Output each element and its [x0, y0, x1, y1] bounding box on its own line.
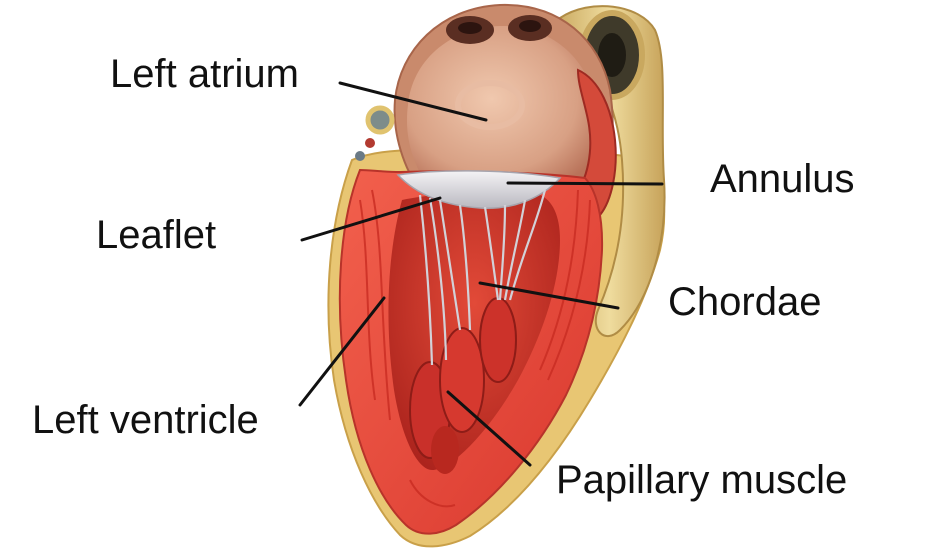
label-chordae: Chordae	[668, 280, 821, 324]
label-annulus: Annulus	[710, 157, 855, 201]
label-left-ventricle: Left ventricle	[32, 398, 259, 442]
label-left-atrium: Left atrium	[110, 52, 299, 96]
leader-annulus	[508, 183, 662, 184]
label-papillary-muscle: Papillary muscle	[556, 458, 847, 502]
label-leaflet: Leaflet	[96, 213, 216, 257]
